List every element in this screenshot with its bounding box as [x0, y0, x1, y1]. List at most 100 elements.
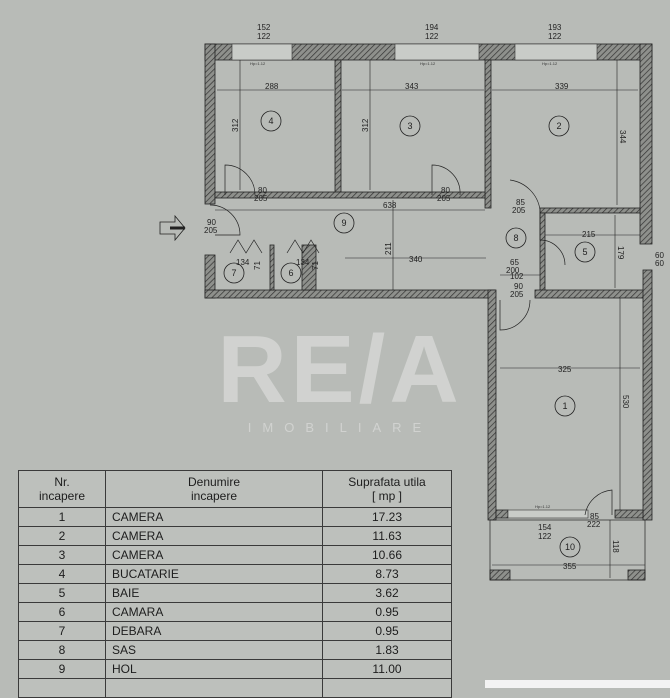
- door-3-w: 85: [516, 198, 525, 207]
- cell-name: CAMERA: [105, 526, 323, 546]
- cell-name: CAMERA: [105, 507, 323, 527]
- cell-area: 3.62: [322, 583, 452, 603]
- cell-area: 10.66: [322, 545, 452, 565]
- sill-height-1: Hp=1.12: [250, 61, 266, 66]
- dim-134-a: 134: [236, 258, 250, 267]
- cell-nr: 4: [18, 564, 106, 584]
- cell-nr: 9: [18, 659, 106, 679]
- window-1-width: 152: [257, 23, 271, 32]
- dim-530: 530: [621, 395, 630, 409]
- photo-edge: [485, 680, 670, 688]
- cell-area: 11.63: [322, 526, 452, 546]
- dim-211: 211: [384, 242, 393, 255]
- dim-71-b: 71: [311, 261, 320, 270]
- door-5-h: 200: [506, 266, 520, 275]
- cell-nr: 5: [18, 583, 106, 603]
- vent-dim-top: 60: [655, 251, 664, 260]
- dim-134-b: 134: [296, 258, 310, 267]
- room-7-number: 7: [231, 268, 236, 278]
- door-labels: 80 205 80 205 85 205 90 205 65 200 90 20…: [204, 186, 601, 529]
- cell-name: HOL: [105, 659, 323, 679]
- entrance-arrow-icon: [159, 214, 186, 242]
- cell-area: 0.95: [322, 621, 452, 641]
- door-2-h: 205: [437, 194, 451, 203]
- door-6-h: 205: [510, 290, 524, 299]
- cell-area: 17.23: [322, 507, 452, 527]
- door-2-w: 80: [441, 186, 450, 195]
- window-2-width: 194: [425, 23, 439, 32]
- dim-312-b: 312: [361, 118, 370, 132]
- cell-name: BAIE: [105, 583, 323, 603]
- dim-638: 638: [383, 201, 397, 210]
- cell-name: SAS: [105, 640, 323, 660]
- dim-118: 118: [611, 540, 620, 553]
- cell-area: 1.83: [322, 640, 452, 660]
- cell-name: CAMARA: [105, 602, 323, 622]
- door-3-h: 205: [512, 206, 526, 215]
- door-swings: [170, 164, 646, 581]
- door-7-w: 85: [590, 512, 599, 521]
- dim-102: 102: [510, 272, 524, 281]
- room-5-number: 5: [582, 247, 587, 257]
- room-3-number: 3: [407, 121, 412, 131]
- dim-312-a: 312: [231, 118, 240, 132]
- cell-nr: 8: [18, 640, 106, 660]
- cell-name: CAMERA: [105, 545, 323, 565]
- cell-area: 8.73: [322, 564, 452, 584]
- vent-dim-bottom: 60: [655, 259, 664, 268]
- dim-288: 288: [265, 82, 279, 91]
- cell-nr: 1: [18, 507, 106, 527]
- walls: [204, 43, 653, 581]
- dimension-lines: [215, 60, 645, 578]
- door-6-w: 90: [514, 282, 523, 291]
- dim-355: 355: [563, 562, 577, 571]
- window-labels: 152 122 194 122 193 122 154 122 Hp=1.12 …: [250, 23, 562, 541]
- room-10-number: 10: [565, 542, 575, 552]
- room-8-number: 8: [513, 233, 518, 243]
- room-markers: [223, 110, 596, 558]
- door-4-w: 90: [207, 218, 216, 227]
- dim-215: 215: [582, 230, 596, 239]
- room-4-number: 4: [268, 116, 273, 126]
- cell-name: BUCATARIE: [105, 564, 323, 584]
- cell-nr: 3: [18, 545, 106, 565]
- dim-339: 339: [555, 82, 569, 91]
- window-3-width: 193: [548, 23, 562, 32]
- dim-71-a: 71: [253, 261, 262, 270]
- dimension-labels: 288 343 339 312 312 344 638 211 340 215 …: [231, 82, 664, 571]
- room-9-number: 9: [341, 218, 346, 228]
- window-2-height: 122: [425, 32, 439, 41]
- cell-area: 11.00: [322, 659, 452, 679]
- door-1-w: 80: [258, 186, 267, 195]
- door-4-h: 205: [204, 226, 218, 235]
- window-4-width: 154: [538, 523, 552, 532]
- sill-height-2: Hp=1.12: [420, 61, 436, 66]
- dim-340: 340: [409, 255, 423, 264]
- cell-area: 0.95: [322, 602, 452, 622]
- door-7-h: 222: [587, 520, 601, 529]
- room-1-number: 1: [562, 401, 567, 411]
- dim-344: 344: [618, 130, 627, 144]
- window-3-height: 122: [548, 32, 562, 41]
- window-1-height: 122: [257, 32, 271, 41]
- door-5-w: 65: [510, 258, 519, 267]
- header-area: Suprafata utila[ mp ]: [322, 470, 452, 508]
- room-6-number: 6: [288, 268, 293, 278]
- dim-343: 343: [405, 82, 419, 91]
- cell-nr: 7: [18, 621, 106, 641]
- cell-nr: 2: [18, 526, 106, 546]
- room-numbers: 4 3 2 5 6 7 8 9 1 10: [231, 116, 587, 552]
- window-4-height: 122: [538, 532, 552, 541]
